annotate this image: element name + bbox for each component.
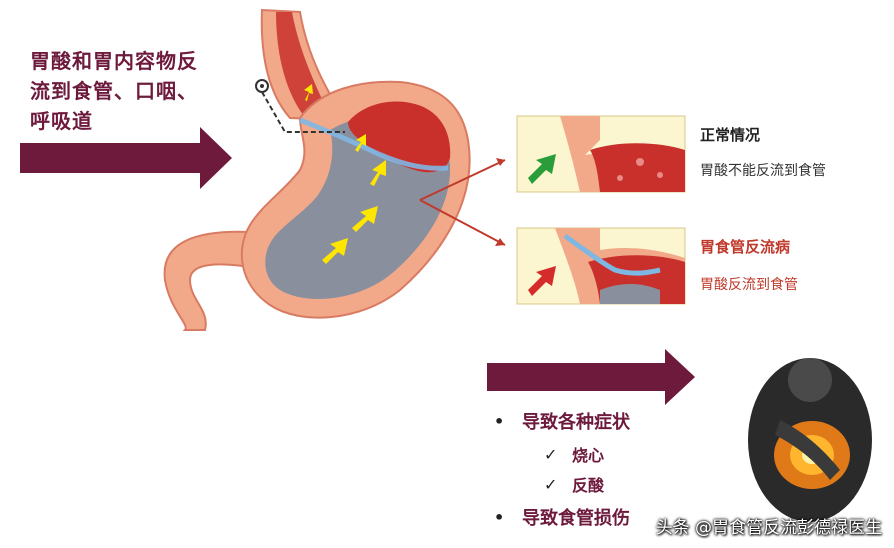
headline-line: 胃酸和胃内容物反 [30, 49, 198, 73]
sub-text: 反酸 [572, 476, 605, 495]
left-big-arrow [20, 127, 232, 189]
sub-text: 烧心 [572, 446, 605, 465]
pointer-head-normal [496, 158, 505, 166]
pointer-to-gerd [419, 199, 506, 246]
pointer-to-normal [419, 159, 506, 201]
normal-panel-image [516, 115, 686, 193]
chest-pain-figure [748, 358, 872, 522]
fundus [348, 101, 451, 173]
list-item: • 导致食管损伤 [494, 504, 630, 530]
yellow-arrow [355, 134, 366, 152]
yellow-arrow [370, 160, 386, 186]
headline-line: 呼吸道 [30, 109, 93, 133]
bullet-text: 导致各种症状 [522, 412, 630, 433]
duodenum [163, 230, 258, 331]
normal-title: 正常情况 [700, 126, 761, 144]
esophagus-lumen [276, 12, 330, 116]
watermark: 头条 @胃食管反流彭德禄医生 [655, 518, 882, 538]
bullet-text: 导致食管损伤 [522, 508, 630, 529]
check-mark: ✓ [544, 444, 558, 464]
green-arrow [528, 154, 556, 184]
yellow-arrow [352, 206, 378, 232]
sub-item: ✓ 反酸 [544, 472, 630, 496]
reflux-arrows [304, 84, 386, 264]
sub-item: ✓ 烧心 [544, 442, 630, 466]
lower-big-arrow [487, 349, 695, 405]
bullet-mark: • [494, 507, 505, 527]
gerd-panel-image [516, 227, 686, 305]
gerd-desc: 胃酸反流到食管 [700, 277, 798, 293]
gerd-title: 胃食管反流病 [700, 238, 791, 256]
yellow-arrow [322, 238, 348, 264]
pointer-dot-center [260, 84, 264, 88]
symptom-list: • 导致各种症状 ✓ 烧心 ✓ 反酸 • 导致食管损伤 [494, 408, 630, 530]
list-item: • 导致各种症状 [494, 408, 630, 434]
check-mark: ✓ [544, 474, 558, 494]
pointer-head-gerd [495, 238, 505, 246]
normal-desc: 胃酸不能反流到食管 [700, 163, 826, 179]
red-arrow [528, 266, 556, 296]
headline: 胃酸和胃内容物反 流到食管、口咽、 呼吸道 [30, 46, 260, 136]
reflux-line [299, 117, 449, 171]
headline-line: 流到食管、口咽、 [30, 79, 198, 103]
bullet-mark: • [494, 411, 505, 431]
yellow-arrow [304, 84, 313, 101]
